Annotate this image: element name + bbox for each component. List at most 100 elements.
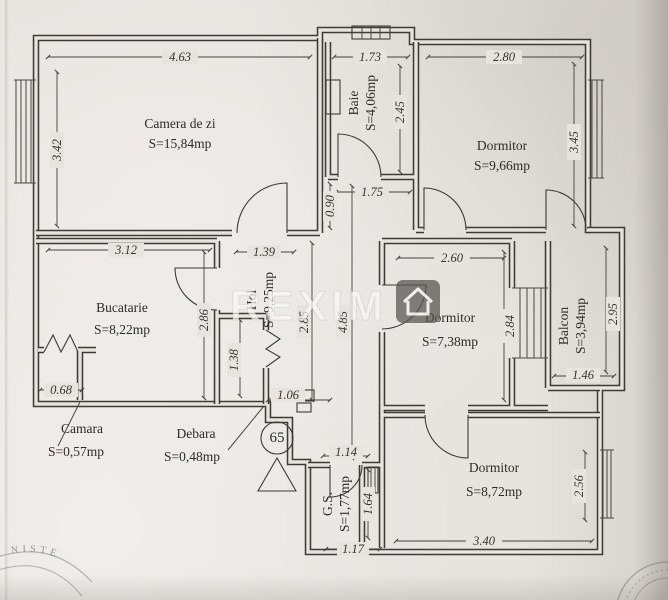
dim-wc-height: 1.64 [361,487,375,521]
svg-text:S=0,48mp: S=0,48mp [164,449,220,464]
svg-text:S=15,84mp: S=15,84mp [149,136,212,151]
svg-text:1.14: 1.14 [335,445,357,459]
svg-text:Debara: Debara [177,426,216,441]
dim-bedroom1-width: 2.80 [486,50,522,64]
room-label-hall: Hol S=9,25mp [244,272,276,328]
svg-text:1.75: 1.75 [361,185,383,199]
svg-text:Camara: Camara [61,421,103,436]
pantry-leader-line [57,401,81,447]
svg-text:S=8,22mp: S=8,22mp [94,322,150,337]
dim-closet-height: 1.38 [227,343,241,377]
dim-wc-top: 1.14 [329,445,363,459]
living-door [236,182,288,234]
room-label-living: Camera de zi S=15,84mp [144,116,215,151]
stamp-bottom-right [617,561,668,600]
svg-text:3.40: 3.40 [472,534,496,548]
room-label-bedroom1: Dormitor S=9,66mp [474,138,530,173]
room-labels: Camera de zi S=15,84mp Baie S=4,06mp Dor… [48,75,588,532]
svg-text:2.95: 2.95 [606,303,620,325]
dim-hall-top: 1.39 [247,245,281,259]
watermark: REXIM [230,280,440,329]
closet-leader-line [227,405,265,451]
svg-text:65: 65 [270,430,285,446]
walls [32,26,626,556]
bathroom-wall-notch [325,79,341,115]
svg-text:S=3,94mp: S=3,94mp [573,298,588,354]
dim-balcony-width: 1.46 [566,368,600,382]
dim-bathroom-bottom: 1.75 [355,185,389,199]
svg-text:1.17: 1.17 [342,542,365,556]
svg-text:2.56: 2.56 [572,474,586,497]
svg-text:1.64: 1.64 [361,493,375,515]
dim-wc-bottom: 1.17 [337,542,369,556]
bedroom3-door [424,414,469,459]
svg-text:3.45: 3.45 [567,131,581,154]
svg-text:NISTE: NISTE [10,544,61,561]
dim-bedroom1-height: 3.45 [567,124,581,160]
stamp-text: NISTE [10,544,57,561]
svg-text:0.68: 0.68 [50,383,73,397]
svg-text:1.39: 1.39 [253,245,276,259]
dim-kitchen-height: 2.86 [197,303,211,337]
svg-text:1.06: 1.06 [277,388,300,402]
svg-text:2.60: 2.60 [441,251,464,265]
room-label-wc: G.S. S=1,77mp [320,476,352,532]
svg-text:S=9,25mp: S=9,25mp [261,272,276,328]
svg-text:2.80: 2.80 [493,50,516,64]
svg-text:S=7,38mp: S=7,38mp [422,334,478,349]
dim-bedroom2-width: 2.60 [434,251,470,265]
svg-text:G.S.: G.S. [320,492,335,516]
svg-text:3.42: 3.42 [50,139,64,162]
svg-text:3.12: 3.12 [114,243,137,257]
dim-kitchen-width: 3.12 [108,243,144,257]
dim-bedroom3-width: 3.40 [466,534,502,548]
room-label-balcony: Balcon S=3,94mp [556,298,588,354]
svg-text:4.63: 4.63 [169,50,191,64]
svg-text:2.84: 2.84 [503,315,517,337]
svg-text:Hol: Hol [244,290,259,310]
svg-text:Camera de zi: Camera de zi [144,116,215,131]
svg-text:2.85: 2.85 [297,311,311,333]
dim-bedroom3-height: 2.56 [572,469,586,503]
svg-text:2.86: 2.86 [197,308,211,331]
dim-pantry-width: 0.68 [44,383,78,397]
dim-hall-entry: 0.90 [323,191,337,221]
balcony-door [545,189,587,231]
room-label-bedroom3: Dormitor S=8,72mp [466,460,522,499]
svg-text:S=1,77mp: S=1,77mp [337,476,352,532]
svg-text:Baie: Baie [346,91,361,116]
room-label-kitchen: Bucatarie S=8,22mp [94,300,150,337]
svg-text:0.90: 0.90 [323,194,337,217]
room-label-pantry: Camara S=0,57mp [48,401,104,459]
svg-text:2.45: 2.45 [393,101,407,123]
bedroom3-window [600,449,614,519]
dim-bathroom-height: 2.45 [393,95,407,129]
dim-closet-bottom: 1.06 [271,388,305,402]
apartment-number-badge: 65 [260,421,294,455]
svg-text:S=0,57mp: S=0,57mp [48,444,104,459]
windows [14,25,614,519]
svg-text:S=8,72mp: S=8,72mp [466,484,522,499]
svg-text:Dormitor: Dormitor [469,460,520,475]
vent-shaft [351,25,391,40]
svg-text:1.46: 1.46 [572,368,595,382]
svg-text:Balcon: Balcon [556,307,571,345]
svg-text:Bucatarie: Bucatarie [96,300,148,315]
dim-living-width: 4.63 [162,50,198,64]
svg-text:S=4,06mp: S=4,06mp [363,75,378,131]
bedroom2-balcony-window [512,287,548,359]
dim-living-height: 3.42 [50,132,64,168]
svg-text:1.73: 1.73 [359,50,381,64]
room-label-bathroom: Baie S=4,06mp [346,75,378,131]
dim-bedroom2-height: 2.84 [503,309,517,343]
svg-text:4.85: 4.85 [336,311,350,333]
bathroom-door [337,133,382,178]
svg-text:S=9,66mp: S=9,66mp [474,158,530,173]
dim-balcony-length: 2.95 [606,297,620,331]
pantry-folding-door [43,333,79,354]
entrance-triangle-icon [257,456,297,492]
dim-hall-mid: 2.85 [297,305,311,339]
dim-hall-length: 4.85 [336,305,350,339]
svg-text:Dormitor: Dormitor [477,138,528,153]
